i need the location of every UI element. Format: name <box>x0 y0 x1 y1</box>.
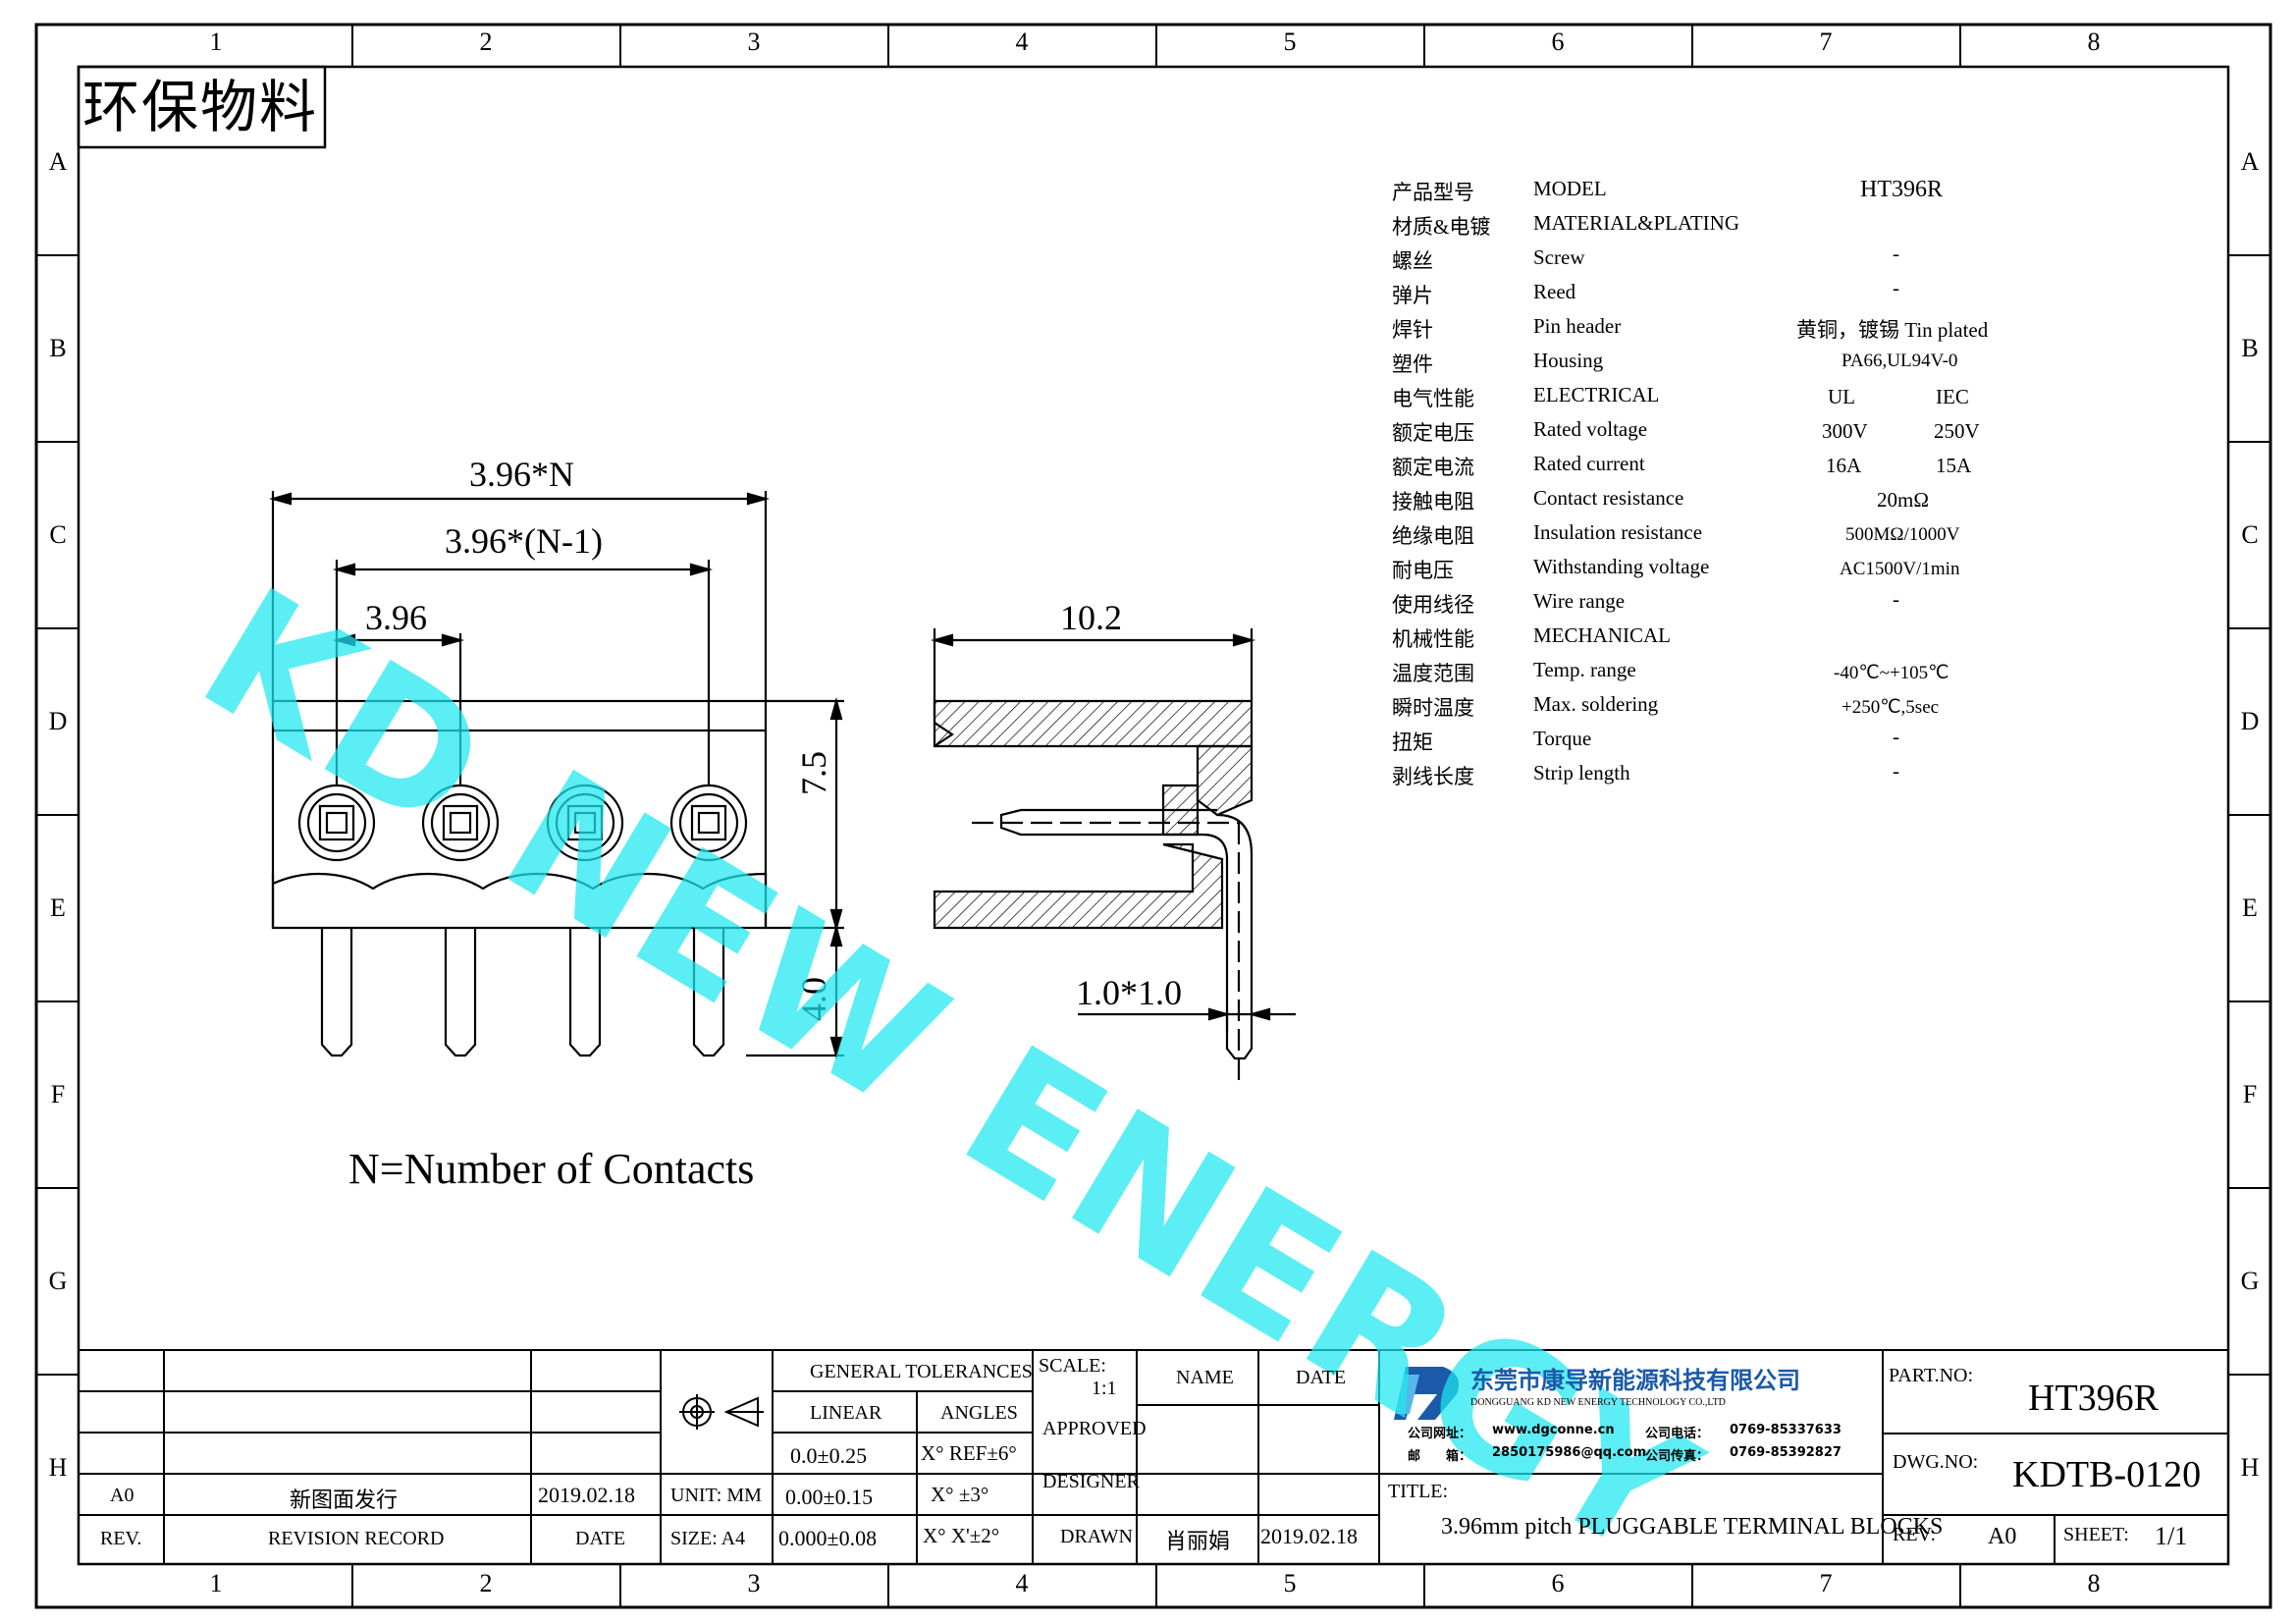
zone-col-bottom-8: 8 <box>2087 1569 2101 1597</box>
rev-description: 新图面发行 <box>290 1488 399 1512</box>
zone-row-left-e: E <box>50 893 66 922</box>
tol-angle-3: X° X'±2° <box>923 1524 1000 1547</box>
drawn-name: 肖丽娟 <box>1165 1529 1231 1553</box>
tol-angle-2: X° ±3° <box>931 1483 989 1506</box>
zone-row-right-a: A <box>2240 147 2260 176</box>
date-header-2: DATE <box>1296 1367 1347 1388</box>
dim-pitch: 3.96 <box>365 598 427 637</box>
mail-label: 邮 箱： <box>1408 1449 1472 1464</box>
zone-col-top-5: 5 <box>1283 27 1297 56</box>
unit-label: UNIT: MM <box>670 1485 762 1506</box>
zone-row-right-b: B <box>2241 334 2259 362</box>
zone-col-top-1: 1 <box>209 27 223 56</box>
zone-col-bottom-3: 3 <box>747 1569 761 1597</box>
dim-total-width: 3.96*N <box>469 455 574 494</box>
sheet-label: SHEET: <box>2063 1524 2129 1545</box>
name-header: NAME <box>1176 1367 1234 1388</box>
fax: 0769-85392827 <box>1730 1445 1842 1460</box>
title-block-lines <box>79 1349 2228 1564</box>
dim-pin-section: 1.0*1.0 <box>1076 973 1182 1012</box>
side-view <box>930 628 1296 1080</box>
zone-col-bottom-5: 5 <box>1283 1569 1297 1597</box>
contacts-note: N=Number of Contacts <box>348 1145 755 1193</box>
dwg-no: KDTB-0120 <box>2012 1454 2202 1495</box>
rev-header: REV. <box>100 1528 142 1549</box>
drawn-label: DRAWN <box>1060 1526 1133 1547</box>
zone-row-right-f: F <box>2242 1080 2258 1109</box>
zone-row-right-e: E <box>2242 893 2258 922</box>
company-name-en: DONGGUANG KD NEW ENERGY TECHNOLOGY CO.,L… <box>1470 1397 1726 1408</box>
eco-stamp-box <box>77 65 327 149</box>
zone-row-left-c: C <box>49 520 67 549</box>
zone-col-bottom-4: 4 <box>1015 1569 1029 1597</box>
dwg-no-label: DWG.NO: <box>1893 1451 1979 1473</box>
drawn-date: 2019.02.18 <box>1260 1524 1358 1548</box>
linear-header: LINEAR <box>810 1402 882 1424</box>
zone-col-top-2: 2 <box>479 27 493 56</box>
zone-row-right-h: H <box>2240 1453 2260 1482</box>
part-no-label: PART.NO: <box>1889 1365 1974 1386</box>
rev-code: A0 <box>110 1485 134 1506</box>
rev-date: 2019.02.18 <box>538 1483 635 1507</box>
designer-label: DESIGNER <box>1042 1471 1140 1492</box>
phone-label: 公司电话： <box>1645 1427 1710 1441</box>
zone-col-top-4: 4 <box>1015 27 1029 56</box>
title-label: TITLE: <box>1388 1481 1449 1502</box>
zone-row-left-g: G <box>48 1267 68 1295</box>
zone-col-top-3: 3 <box>747 27 761 56</box>
zone-col-bottom-1: 1 <box>209 1569 223 1597</box>
angles-header: ANGLES <box>940 1402 1018 1424</box>
zone-row-right-g: G <box>2240 1267 2260 1295</box>
sheet-value: 1/1 <box>2155 1522 2188 1550</box>
scale-label: SCALE: <box>1039 1355 1106 1377</box>
website: www.dgconne.cn <box>1492 1423 1615 1437</box>
part-no: HT396R <box>2028 1378 2159 1419</box>
fax-label: 公司传真： <box>1645 1449 1710 1464</box>
zone-col-bottom-6: 6 <box>1551 1569 1565 1597</box>
zone-col-bottom-2: 2 <box>479 1569 493 1597</box>
scale-value: 1:1 <box>1092 1378 1117 1399</box>
dim-pitch-span: 3.96*(N-1) <box>445 521 603 561</box>
general-tolerances: GENERAL TOLERANCES <box>810 1361 1033 1382</box>
company-name-cn: 东莞市康导新能源科技有限公司 <box>1470 1367 1800 1394</box>
zone-row-right-c: C <box>2241 520 2259 549</box>
zone-col-top-6: 6 <box>1551 27 1565 56</box>
rev-value-2: A0 <box>1988 1524 2017 1549</box>
revision-record-header: REVISION RECORD <box>268 1528 445 1549</box>
tol-linear-3: 0.000±0.08 <box>778 1526 878 1550</box>
zone-col-top-8: 8 <box>2087 27 2101 56</box>
dim-height-body: 7.5 <box>794 751 833 795</box>
zone-row-right-d: D <box>2240 707 2260 735</box>
zone-row-left-h: H <box>48 1453 68 1482</box>
approved-label: APPROVED <box>1042 1418 1147 1439</box>
tol-linear-2: 0.00±0.15 <box>785 1485 874 1509</box>
front-view <box>268 491 844 1060</box>
zone-col-top-7: 7 <box>1819 27 1833 56</box>
zone-col-bottom-7: 7 <box>1819 1569 1833 1597</box>
zone-row-left-f: F <box>50 1080 66 1109</box>
zone-row-left-b: B <box>49 334 67 362</box>
website-label: 公司网址： <box>1408 1427 1472 1441</box>
rev-label-2: REV: <box>1893 1524 1937 1545</box>
eco-stamp: 环保物料 <box>82 74 319 140</box>
zone-row-left-a: A <box>48 147 68 176</box>
mail: 2850175986@qq.com <box>1492 1445 1647 1460</box>
dim-side-width: 10.2 <box>1060 598 1122 637</box>
zone-row-left-d: D <box>48 707 68 735</box>
tol-angle-1: X° REF±6° <box>921 1441 1017 1465</box>
drawing-title: 3.96mm pitch PLUGGABLE TERMINAL BLOCKS <box>1441 1514 1944 1540</box>
company-logo <box>1394 1367 1460 1420</box>
size-label: SIZE: A4 <box>670 1528 746 1549</box>
tol-linear-1: 0.0±0.25 <box>790 1443 868 1468</box>
phone: 0769-85337633 <box>1730 1423 1842 1437</box>
date-header: DATE <box>575 1528 626 1549</box>
